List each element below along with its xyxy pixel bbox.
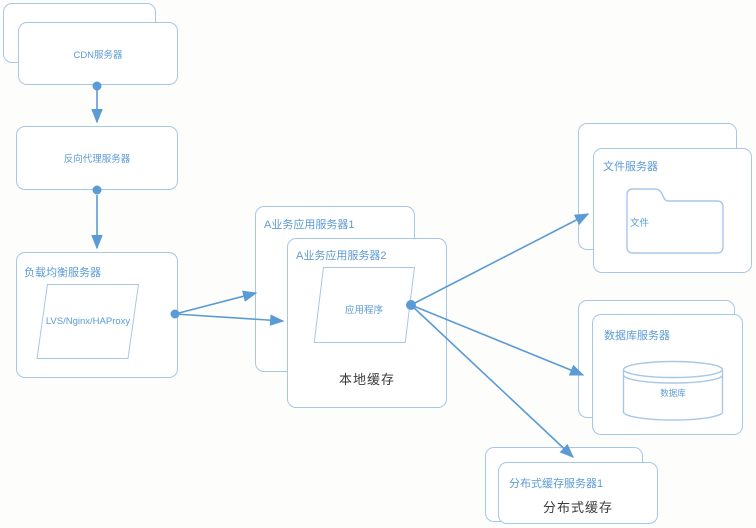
distributed-cache-title: 分布式缓存服务器1: [509, 478, 604, 490]
distributed-cache-label: 分布式缓存: [542, 500, 613, 515]
app-server-2-title: A业务应用服务器2: [296, 250, 387, 262]
distributed-cache-box: 分布式缓存服务器1 分布式缓存: [498, 462, 658, 524]
load-balancer-software-label: LVS/Nginx/HAProxy: [45, 316, 131, 327]
app-server-1-title: A业务应用服务器1: [264, 219, 355, 231]
reverse-proxy-label: 反向代理服务器: [63, 154, 131, 165]
application-program-label: 应用程序: [344, 305, 383, 316]
app-server-2-box: A业务应用服务器2 应用程序 本地缓存: [287, 238, 447, 408]
local-cache-label: 本地缓存: [338, 372, 395, 387]
file-server-title: 文件服务器: [603, 161, 658, 173]
cdn-server-label: CDN服务器: [73, 49, 123, 61]
database-server-box: 数据库服务器 数据库: [592, 314, 743, 435]
load-balancer-title: 负载均衡服务器: [24, 267, 101, 279]
cdn-server-box: CDN服务器: [18, 22, 178, 85]
reverse-proxy-box: 反向代理服务器: [16, 126, 178, 190]
database-cylinder-icon: [622, 360, 724, 421]
load-balancer-box: 负载均衡服务器 LVS/Nginx/HAProxy: [16, 252, 178, 378]
edge-proxy-to-loadbalancer: [91, 185, 103, 250]
file-server-box: 文件服务器 文件: [593, 148, 752, 273]
database-server-title: 数据库服务器: [604, 330, 670, 342]
file-label: 文件: [630, 218, 650, 229]
database-label: 数据库: [660, 388, 686, 398]
folder-icon: [626, 188, 724, 254]
edge-cdn-to-proxy: [91, 81, 103, 124]
